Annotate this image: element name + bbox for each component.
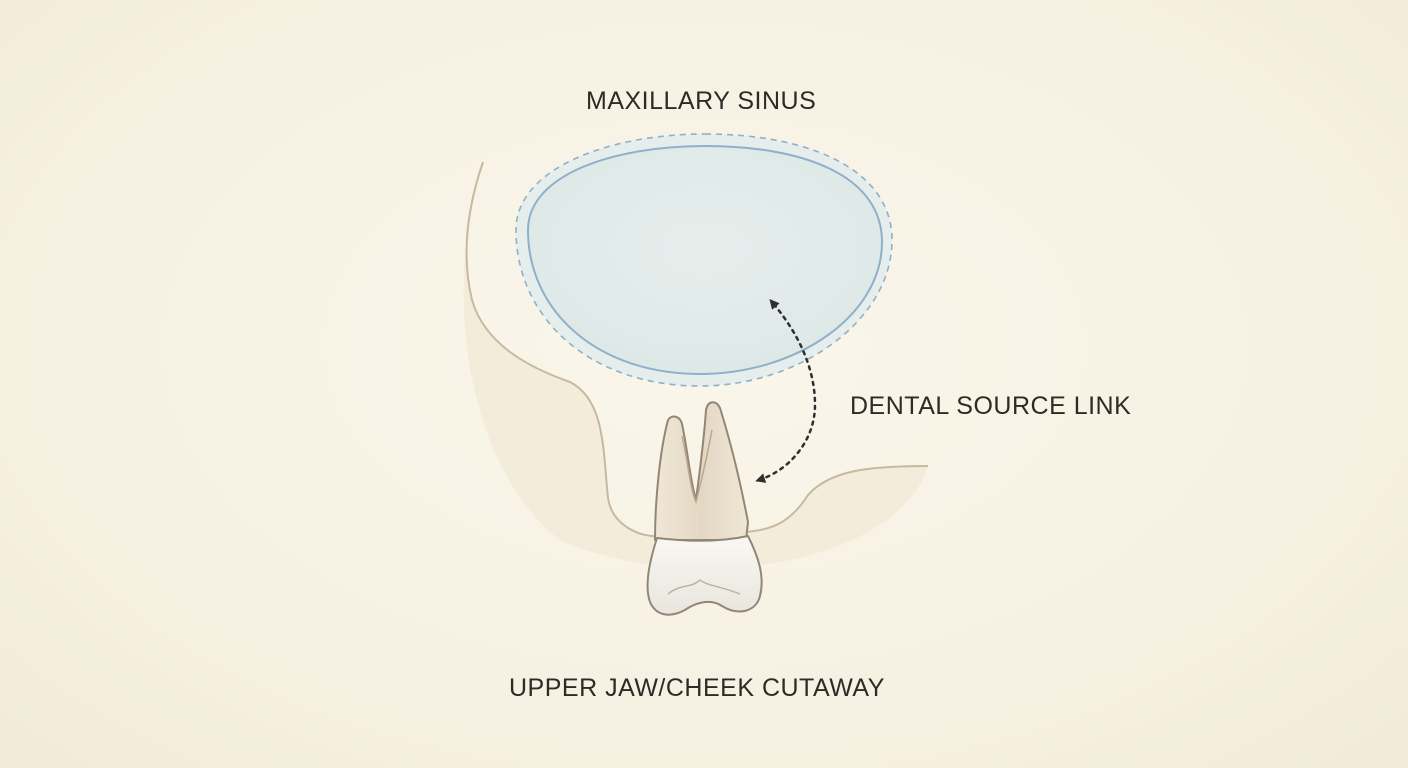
maxilla-bone-region [463,162,928,569]
tooth-crown [646,535,763,616]
tooth-roots [654,401,749,541]
maxilla-bone-outline [465,161,661,538]
sinus-inner-outline [526,144,884,376]
molar-tooth [646,401,763,616]
dental-source-link-label: DENTAL SOURCE LINK [850,392,1132,420]
dental-source-link-arrow [755,298,817,483]
maxillary-sinus-label: MAXILLARY SINUS [586,87,817,115]
gum-line-outline [744,465,929,533]
crown-groove [667,579,741,595]
upper-jaw-cheek-cutaway-label: UPPER JAW/CHEEK CUTAWAY [509,674,885,702]
root-pulp-canal [681,429,713,505]
